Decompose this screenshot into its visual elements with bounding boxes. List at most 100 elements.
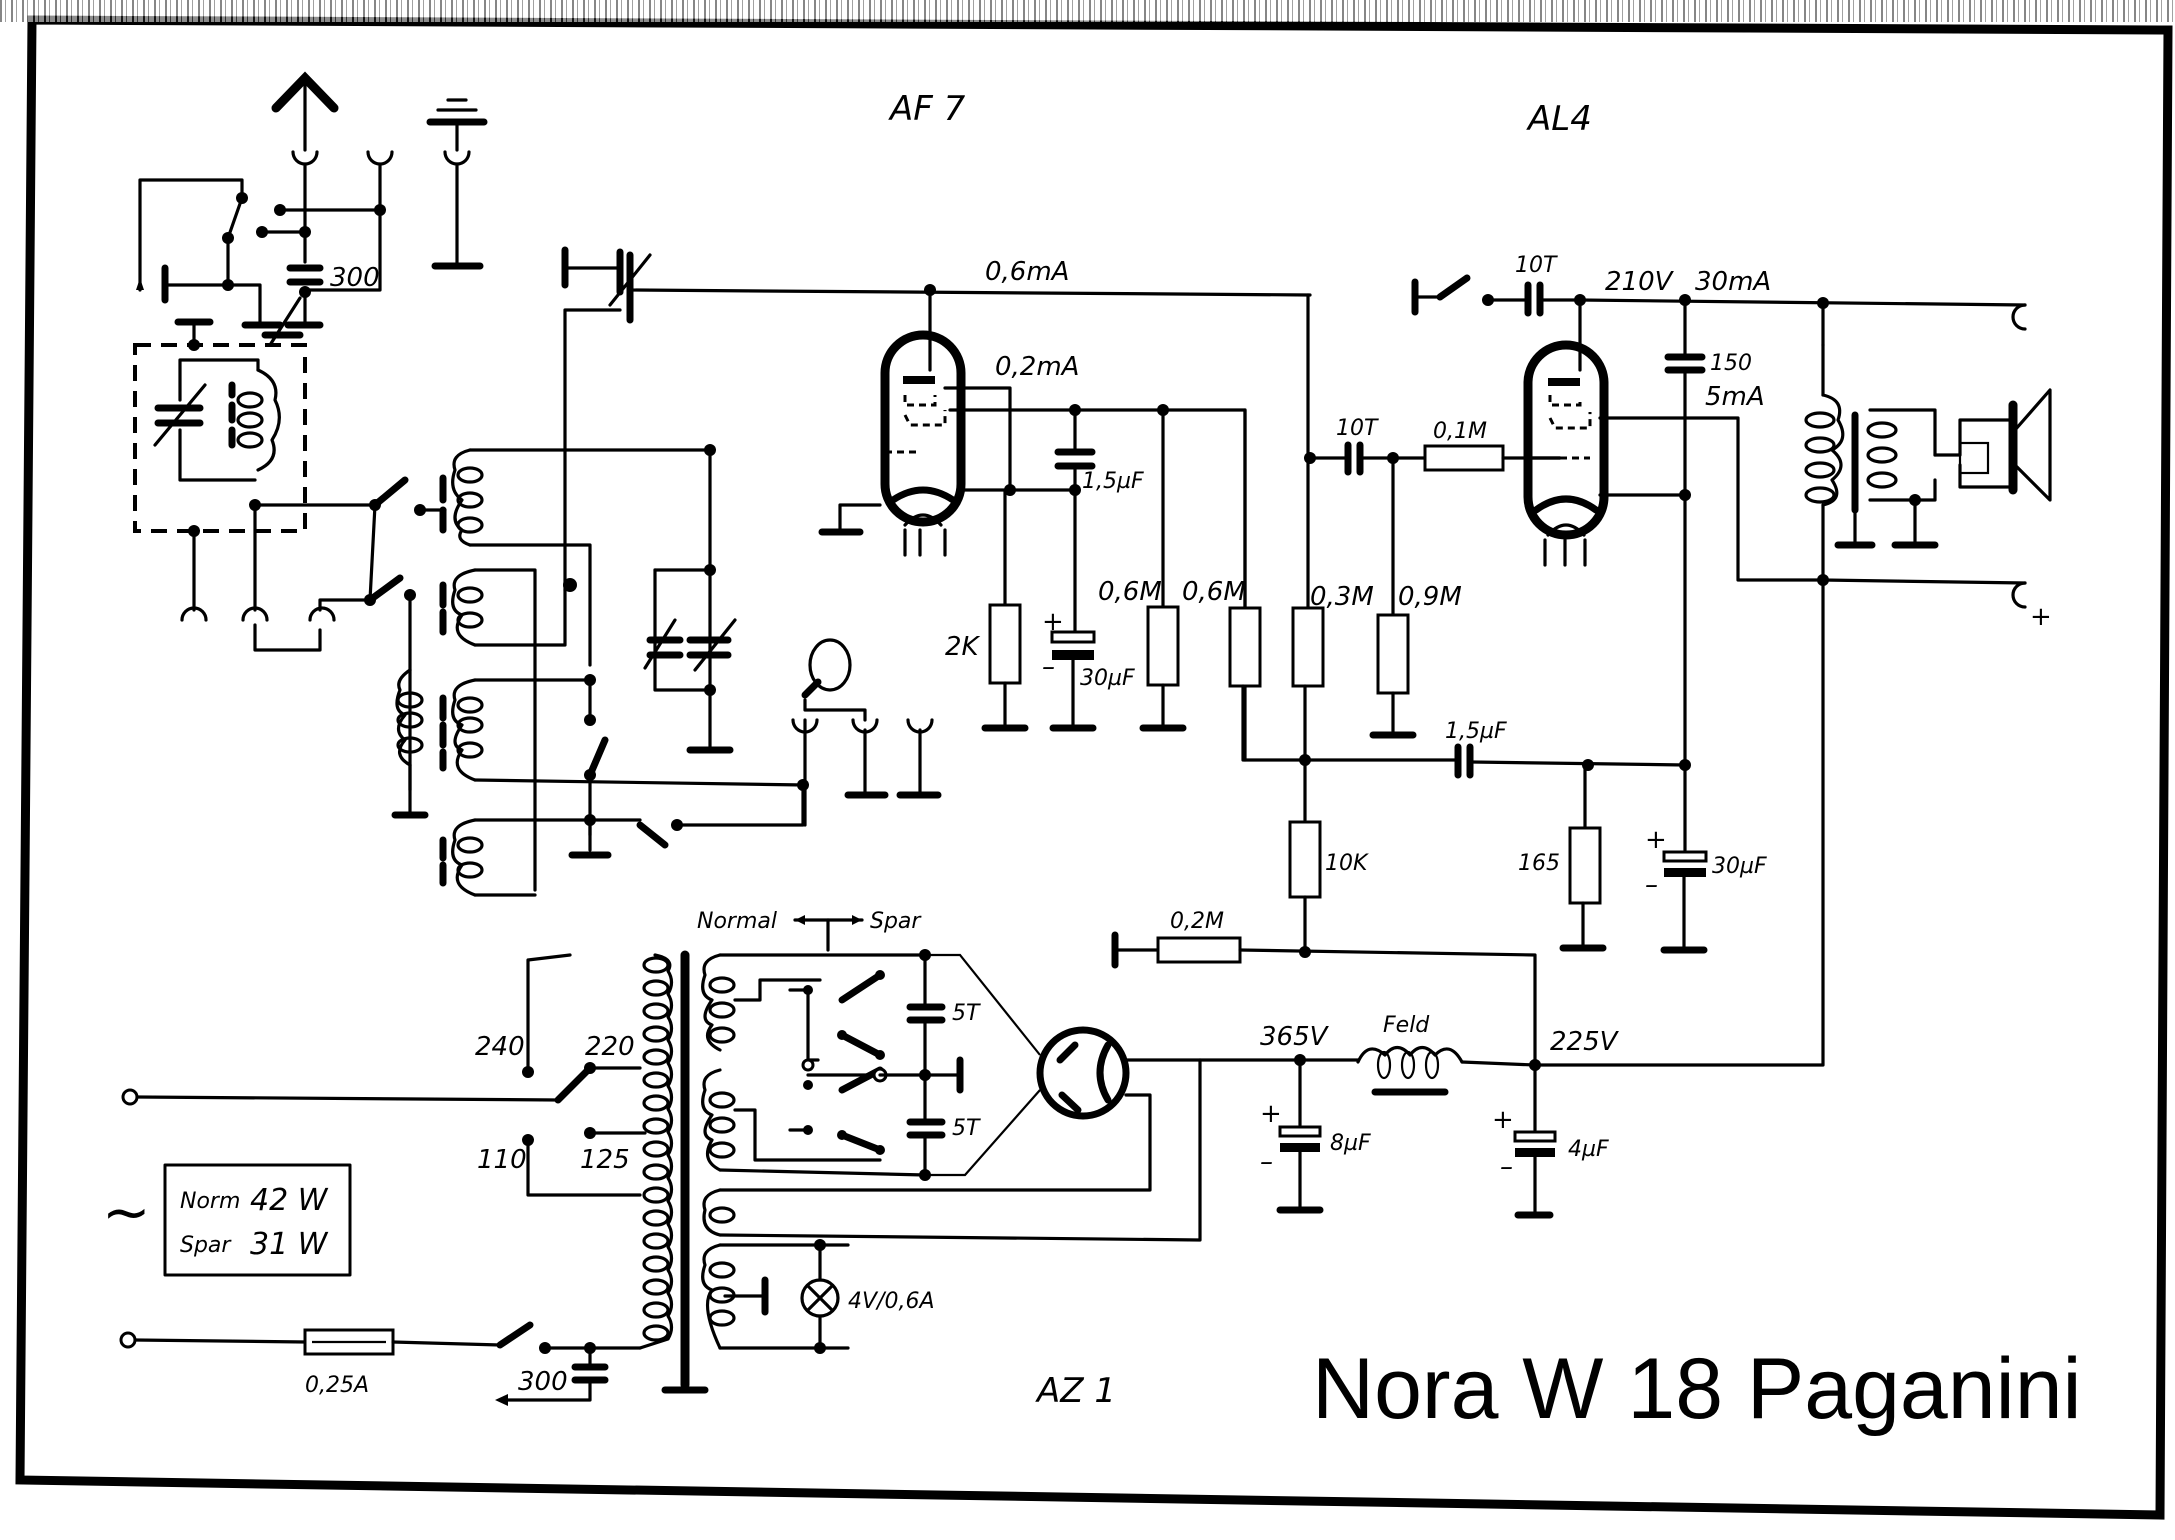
capacitor-300-mains [495, 1346, 609, 1406]
label-r-165: 165 [1518, 851, 1560, 876]
rf-coil-2 [439, 568, 484, 647]
power-consumption-box [163, 1163, 352, 1277]
label-r-2k: 2K [945, 632, 981, 662]
electrolytic-8uF [1276, 1058, 1324, 1214]
label-r-0-3M: 0,3M [1310, 582, 1374, 612]
primary-winding-turn [642, 979, 670, 997]
power-row-norm-mode: Norm [180, 1189, 240, 1214]
ac-symbol: ~ [102, 1178, 151, 1246]
label-al4-anode-voltage: 210V [1605, 267, 1675, 297]
tuning-capacitor-pair [643, 568, 737, 692]
power-row-norm-value: 42 W [250, 1183, 329, 1218]
label-field-coil: Feld [1383, 1013, 1430, 1038]
label-tap-125: 125 [580, 1145, 630, 1175]
rf-coil-4 [439, 818, 484, 897]
label-plus-8uF: + [1260, 1099, 1282, 1129]
output-transformer [1804, 393, 1939, 549]
scan-noise-strip [0, 0, 2175, 22]
resistor-165 [1559, 763, 1607, 952]
mains-terminal-top [121, 1088, 139, 1106]
tube-az1 [1036, 1026, 1130, 1120]
capacitor-150 [1664, 298, 1706, 767]
label-al4-anode-current: 30mA [1695, 267, 1771, 297]
resistor-2k [981, 488, 1029, 732]
field-coil [1298, 1045, 1537, 1096]
shield-can-box [133, 343, 307, 533]
electrolytic-30uF-cathode [1049, 630, 1097, 732]
capacitor-10T-coupling [1308, 441, 1427, 476]
tube-af7 [880, 330, 966, 527]
trimmer-capacitor-shield [153, 383, 207, 447]
switch-tone [1411, 274, 1494, 316]
primary-winding-turn [642, 956, 670, 974]
mains-terminal-bottom [119, 1331, 137, 1349]
fuse-0-25A [303, 1328, 395, 1356]
label-tap-110: 110 [477, 1145, 527, 1175]
label-tube-af7: AF 7 [888, 89, 966, 129]
pilot-lamp [800, 1243, 840, 1350]
power-row-spar-value: 31 W [250, 1227, 329, 1262]
rf-coil-1 [439, 448, 484, 547]
capacitor-5T-upper [906, 953, 946, 1122]
primary-winding-turn [642, 1209, 670, 1227]
label-af7-anode-current: 0,6mA [985, 257, 1069, 287]
label-c-150: 150 [1710, 351, 1752, 376]
label-r-0-9M: 0,9M [1398, 582, 1462, 612]
label-c-8uF: 8µF [1330, 1131, 1371, 1156]
label-c-10T-coupling: 10T [1336, 416, 1379, 441]
primary-winding-turn [642, 1094, 670, 1112]
antenna-socket-a [291, 150, 319, 166]
pickup-symbol [791, 638, 934, 734]
label-r-0-6M-b: 0,6M [1182, 577, 1246, 607]
primary-winding-turn [642, 1117, 670, 1135]
resistor-0-1M [1423, 444, 1562, 472]
socket-antenna-low [180, 606, 208, 622]
label-plus-30uF-left: + [1042, 607, 1064, 637]
socket-gramophone-a [241, 606, 269, 622]
band-switch-3 [586, 736, 609, 779]
capacitor-5T-lower [906, 1118, 946, 1177]
socket-gramophone-b [308, 606, 336, 622]
label-al4-screen-current: 5mA [1705, 382, 1765, 412]
label-lamp: 4V/0,6A [848, 1289, 935, 1314]
resistor-0-6M-b [1228, 408, 1307, 762]
label-v-225: 225V [1550, 1027, 1620, 1057]
primary-winding-turn [642, 1278, 670, 1296]
electrolytic-4uF [1513, 1063, 1557, 1219]
antenna-socket-b [366, 150, 394, 166]
capacitor-300-antenna [286, 264, 324, 286]
label-tube-al4: AL4 [1526, 99, 1592, 139]
resistor-0-6M-a [1139, 408, 1187, 732]
primary-winding-turn [642, 1255, 670, 1273]
power-transformer-primary [638, 953, 674, 1350]
label-minus-4uF: – [1500, 1152, 1513, 1182]
label-c-1-5uF-af7: 1,5µF [1082, 469, 1144, 494]
tube-al4 [1523, 340, 1609, 540]
primary-winding-turn [642, 1186, 670, 1204]
label-c-1-5uF-cathode: 1,5µF [1445, 719, 1507, 744]
power-transformer-lamp-secondary [701, 1243, 736, 1350]
normal-spar-selector [788, 915, 885, 1155]
label-minus-8uF: – [1260, 1147, 1273, 1177]
primary-winding-turn [642, 1002, 670, 1020]
band-switch-1 [369, 476, 426, 516]
antenna-symbol [271, 71, 339, 152]
label-minus-30uF-right: – [1645, 870, 1658, 900]
power-transformer-heater-secondary [702, 1188, 736, 1237]
power-transformer-hv-secondary [701, 953, 736, 1172]
mains-switch [496, 1321, 551, 1354]
earth-symbol-top [426, 98, 488, 270]
speaker-socket-top [2011, 303, 2027, 331]
label-af7-screen-current: 0,2mA [995, 352, 1079, 382]
capacitor-1-5uF-af7 [1054, 408, 1096, 642]
label-c-300-antenna: 300 [330, 263, 380, 293]
label-fuse: 0,25A [305, 1373, 369, 1398]
page-border [15, 15, 2173, 1520]
label-minus-30uF-left: – [1042, 652, 1055, 682]
primary-winding-turn [642, 1163, 670, 1181]
resistor-0-9M [1369, 456, 1417, 739]
label-tap-220: 220 [585, 1032, 635, 1062]
label-switch-spar: Spar [870, 909, 922, 934]
label-c-300-mains: 300 [518, 1367, 568, 1397]
